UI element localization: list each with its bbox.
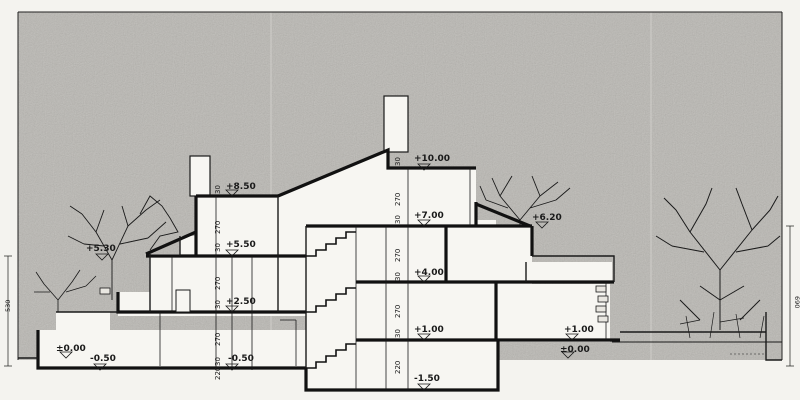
level-label-zero-right: ±0.00 (560, 345, 590, 355)
dim-slab-30-g: 30 (394, 272, 402, 281)
level-label-plus-1-00-right: +1.00 (564, 325, 594, 335)
dim-storey-220-d: 220 (214, 367, 222, 380)
level-markers (59, 163, 579, 391)
level-label-plus-2-50: +2.50 (226, 297, 256, 307)
level-label-plus-10-00: +10.00 (414, 154, 450, 164)
margin-dimension-lines (4, 225, 794, 367)
dim-slab-30-a: 30 (214, 185, 222, 194)
dim-storey-270-g: 270 (394, 305, 402, 318)
dim-slab-30-d: 30 (214, 357, 222, 366)
dim-storey-270-f: 270 (394, 249, 402, 262)
dim-storey-270-c: 270 (214, 333, 222, 346)
dim-storey-220-h: 220 (394, 361, 402, 374)
level-label-plus-1-00: +1.00 (414, 325, 444, 335)
tree-left (67, 195, 179, 300)
tree-far-left (34, 269, 97, 330)
retaining-blocks (99, 285, 609, 323)
dim-slab-30-f: 30 (394, 215, 402, 224)
level-label-plus-6-20: +6.20 (532, 213, 562, 223)
dim-slab-30-h: 30 (394, 329, 402, 338)
structure-medium (18, 196, 782, 368)
level-label-minus-1-50: -1.50 (414, 374, 440, 384)
level-label-plus-5-50: +5.50 (226, 240, 256, 250)
chimney-left (189, 155, 211, 197)
level-label-zero: ±0.00 (56, 344, 86, 354)
level-label-plus-8-50: +8.50 (226, 182, 256, 192)
chimney-center (383, 95, 409, 153)
dim-storey-270-b: 270 (214, 277, 222, 290)
tree-right (655, 187, 781, 330)
structure-heavy (36, 147, 620, 392)
shrub-lower-right (679, 311, 765, 339)
level-label-minus-0-50-center: -0.50 (228, 354, 254, 364)
right-height-dimension: 690 (793, 296, 800, 308)
level-label-plus-4-00: +4.00 (414, 268, 444, 278)
tree-middle (479, 175, 571, 250)
fireplace (175, 289, 191, 313)
level-label-minus-0-50: -0.50 (90, 354, 116, 364)
dim-storey-270-e: 270 (394, 193, 402, 206)
level-label-plus-5-30: +5.30 (86, 244, 116, 254)
dim-slab-30-b: 30 (214, 243, 222, 252)
level-label-plus-7-00: +7.00 (414, 211, 444, 221)
dim-storey-270-a: 270 (214, 221, 222, 234)
dim-slab-30-e: 30 (394, 157, 402, 166)
sheet-fold-left (270, 12, 272, 360)
stairs (306, 231, 356, 369)
dim-slab-30-c: 30 (214, 300, 222, 309)
sheet-fold-right (650, 12, 652, 360)
left-height-dimension: 530 (4, 300, 12, 312)
